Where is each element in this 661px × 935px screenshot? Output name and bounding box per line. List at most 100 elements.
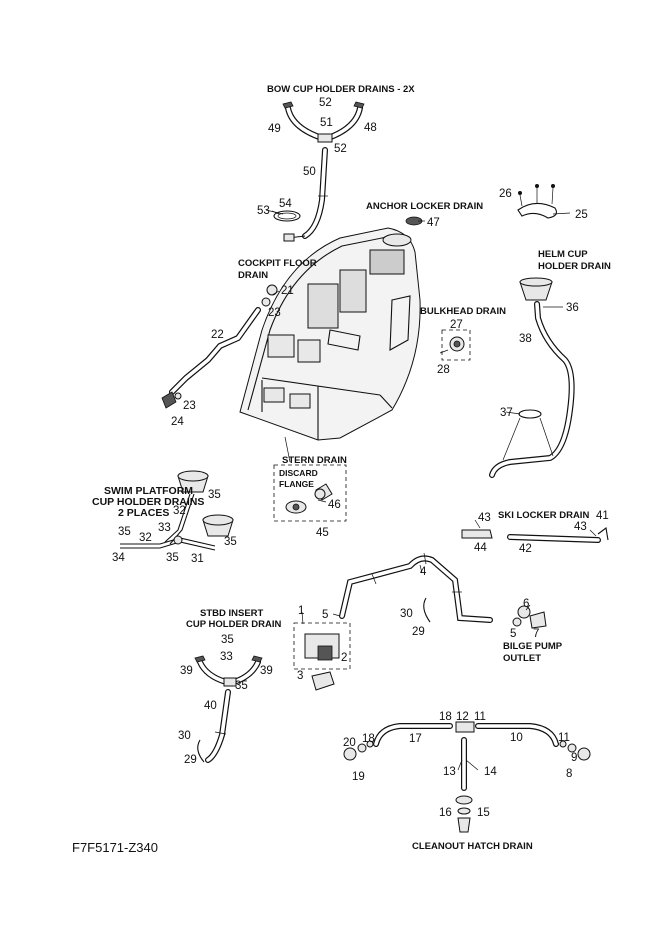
callout-4: 4 bbox=[420, 566, 427, 578]
callout-35: 35 bbox=[208, 489, 221, 501]
bow-cup-holder-assembly bbox=[271, 101, 365, 242]
stern-drain-assembly bbox=[273, 436, 347, 522]
callout-28: 28 bbox=[437, 364, 450, 376]
callout-37: 37 bbox=[500, 407, 513, 419]
callout-6: 6 bbox=[523, 598, 529, 610]
callout-31: 31 bbox=[191, 553, 204, 565]
callout-30: 30 bbox=[178, 730, 191, 742]
callout-3: 3 bbox=[297, 670, 303, 682]
cockpit-floor-drain-assembly bbox=[161, 284, 278, 409]
callout-51: 51 bbox=[320, 117, 333, 129]
callout-18: 18 bbox=[362, 733, 375, 745]
stbd-insert-cup-holder-assembly bbox=[194, 655, 263, 763]
callout-11: 11 bbox=[558, 732, 570, 744]
cleanout-hatch-drain-assembly bbox=[343, 721, 591, 833]
callout-42: 42 bbox=[519, 543, 532, 555]
title-anchor-drain: ANCHOR LOCKER DRAIN bbox=[366, 201, 483, 212]
callout-5: 5 bbox=[510, 628, 516, 640]
callout-10: 10 bbox=[510, 732, 523, 744]
title-discard-line1: DISCARD bbox=[279, 468, 318, 478]
title-ski-locker-drain: SKI LOCKER DRAIN bbox=[498, 510, 589, 521]
callout-46: 46 bbox=[328, 499, 341, 511]
callout-20: 20 bbox=[343, 737, 356, 749]
callout-35: 35 bbox=[221, 634, 234, 646]
callout-24: 24 bbox=[171, 416, 184, 428]
callout-48: 48 bbox=[364, 122, 377, 134]
bracket-assembly bbox=[517, 184, 557, 219]
callout-29: 29 bbox=[412, 626, 425, 638]
callout-32: 32 bbox=[173, 505, 186, 517]
callout-19: 19 bbox=[352, 771, 365, 783]
callout-43: 43 bbox=[478, 512, 491, 524]
callout-52: 52 bbox=[334, 143, 347, 155]
callout-2: 2 bbox=[341, 652, 347, 664]
callout-35: 35 bbox=[166, 552, 179, 564]
callout-21: 21 bbox=[281, 285, 294, 297]
callout-35: 35 bbox=[118, 526, 131, 538]
callout-35: 35 bbox=[235, 680, 248, 692]
callout-43: 43 bbox=[574, 521, 587, 533]
title-swim-line3: 2 PLACES bbox=[118, 507, 169, 519]
bulkhead-drain-assembly bbox=[439, 329, 471, 361]
callout-33: 33 bbox=[158, 522, 171, 534]
callout-36: 36 bbox=[566, 302, 579, 314]
callout-35: 35 bbox=[224, 536, 237, 548]
callout-50: 50 bbox=[303, 166, 316, 178]
callout-40: 40 bbox=[204, 700, 217, 712]
callout-23: 23 bbox=[183, 400, 196, 412]
title-helm-line2: HOLDER DRAIN bbox=[538, 261, 611, 272]
bilge-pump-assembly bbox=[293, 552, 547, 691]
callout-8: 8 bbox=[566, 768, 572, 780]
callout-39: 39 bbox=[260, 665, 273, 677]
callout-16: 16 bbox=[439, 807, 452, 819]
callout-14: 14 bbox=[484, 766, 497, 778]
callout-32: 32 bbox=[139, 532, 152, 544]
callout-11: 11 bbox=[474, 711, 486, 723]
title-helm-line1: HELM CUP bbox=[538, 249, 588, 260]
title-stern-drain: STERN DRAIN bbox=[282, 455, 347, 466]
callout-45: 45 bbox=[316, 527, 329, 539]
callout-18: 18 bbox=[439, 711, 452, 723]
title-swim-line1: SWIM PLATFORM bbox=[104, 485, 193, 497]
title-stbd-line1: STBD INSERT bbox=[200, 608, 264, 619]
callout-34: 34 bbox=[112, 552, 125, 564]
leader-lines bbox=[265, 209, 571, 771]
callout-23: 23 bbox=[268, 307, 281, 319]
callout-27: 27 bbox=[450, 319, 463, 331]
swim-platform-cup-holder-assembly bbox=[120, 470, 234, 551]
callout-26: 26 bbox=[499, 188, 512, 200]
callout-22: 22 bbox=[211, 329, 224, 341]
title-cockpit-line2: DRAIN bbox=[238, 270, 268, 281]
title-stbd-line2: CUP HOLDER DRAIN bbox=[186, 619, 281, 630]
callout-49: 49 bbox=[268, 123, 281, 135]
callout-39: 39 bbox=[180, 665, 193, 677]
ski-locker-drain-assembly bbox=[461, 527, 609, 543]
callout-numbers: 52 49 51 48 52 50 53 54 47 26 25 21 23 2… bbox=[112, 97, 609, 819]
callout-9: 9 bbox=[571, 752, 577, 764]
callout-52: 52 bbox=[319, 97, 332, 109]
title-bow-drains: BOW CUP HOLDER DRAINS - 2X bbox=[267, 84, 415, 95]
callout-29: 29 bbox=[184, 754, 197, 766]
boat-hull bbox=[239, 216, 423, 441]
title-cleanout-hatch-drain: CLEANOUT HATCH DRAIN bbox=[412, 841, 533, 852]
figure-code: F7F5171-Z340 bbox=[72, 840, 158, 855]
callout-53: 53 bbox=[257, 205, 270, 217]
callout-25: 25 bbox=[575, 209, 588, 221]
title-cockpit-line1: COCKPIT FLOOR bbox=[238, 258, 317, 269]
title-bilge-line1: BILGE PUMP bbox=[503, 641, 563, 652]
title-bilge-line2: OUTLET bbox=[503, 653, 541, 664]
callout-5: 5 bbox=[322, 609, 328, 621]
callout-30: 30 bbox=[400, 608, 413, 620]
callout-41: 41 bbox=[596, 510, 609, 522]
callout-13: 13 bbox=[443, 766, 456, 778]
callout-17: 17 bbox=[409, 733, 422, 745]
callout-44: 44 bbox=[474, 542, 487, 554]
callout-7: 7 bbox=[533, 628, 539, 640]
callout-33: 33 bbox=[220, 651, 233, 663]
callout-15: 15 bbox=[477, 807, 490, 819]
callout-47: 47 bbox=[427, 217, 440, 229]
callout-12: 12 bbox=[456, 711, 469, 723]
title-bulkhead-drain: BULKHEAD DRAIN bbox=[420, 306, 506, 317]
